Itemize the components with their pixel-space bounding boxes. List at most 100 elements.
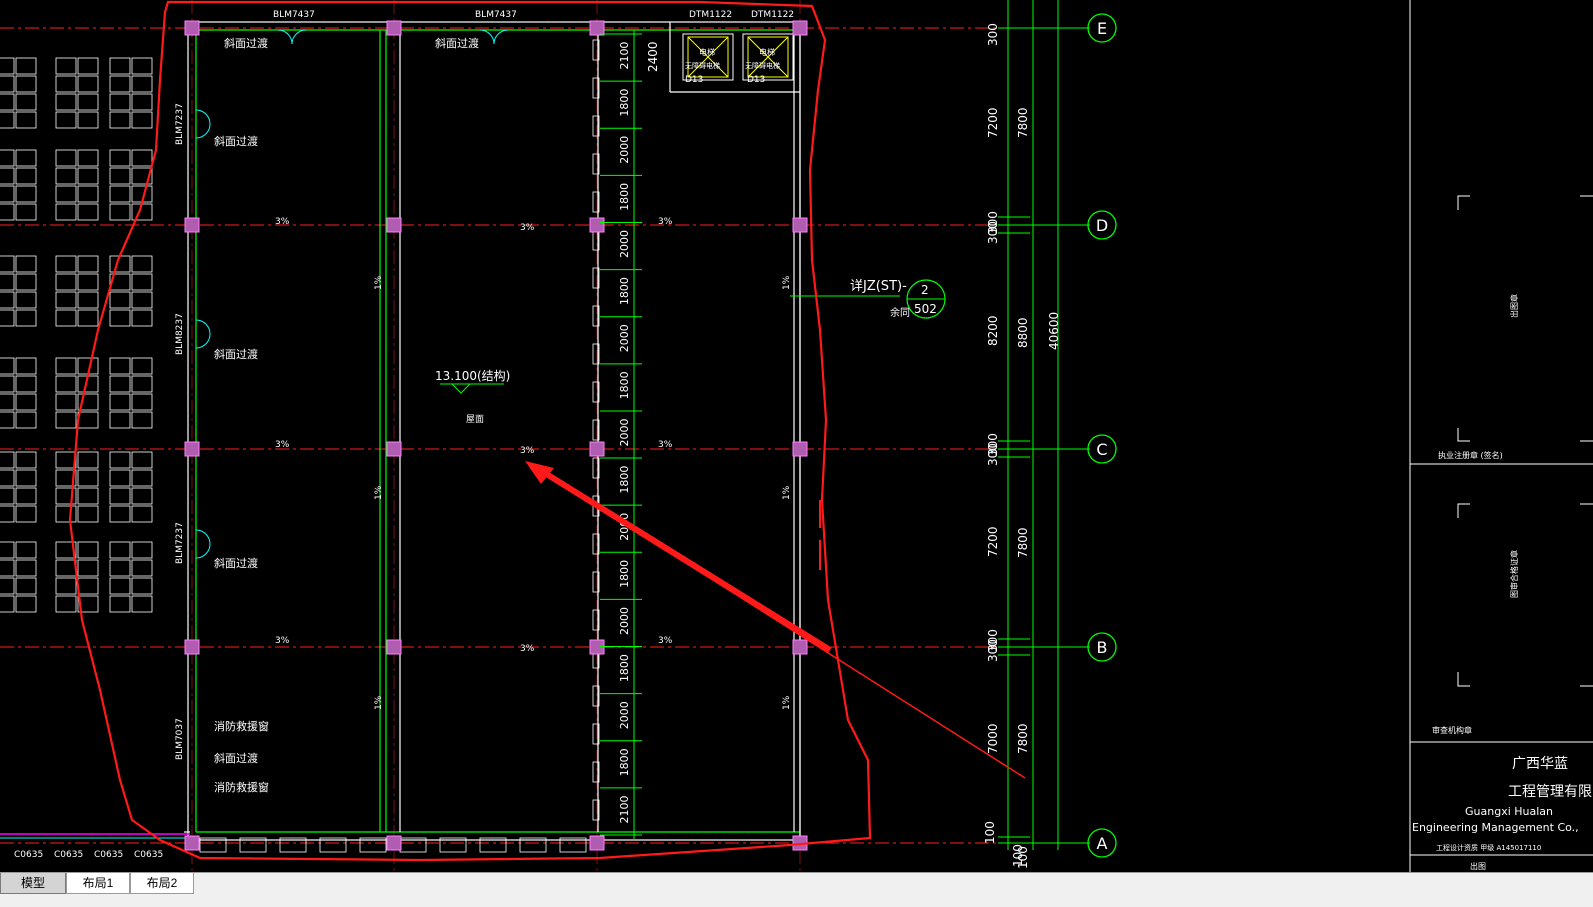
site-block-2-0-0-0 <box>0 255 15 273</box>
site-block-5-1-1-0 <box>55 559 77 577</box>
axis-label-d: D <box>1096 216 1108 235</box>
title-note-vertical-1: 出图章 <box>1509 294 1519 318</box>
axis-label-b: B <box>1097 638 1108 657</box>
d13-label-1: D13 <box>685 75 703 85</box>
site-block-5-2-2-0 <box>109 577 131 595</box>
column-2-2 <box>589 441 605 457</box>
site-block-4-2-3-1 <box>131 505 153 523</box>
dimension-text-left: 300 <box>986 639 1000 662</box>
site-block-1-2-3-0 <box>109 203 131 221</box>
slope-transition-label-2: 斜面过渡 <box>435 36 479 50</box>
site-block-3-1-2-0 <box>55 393 77 411</box>
axis-bubble-c <box>1087 434 1117 464</box>
site-block-0-0-1-1 <box>15 75 37 93</box>
company-cn-2: 工程管理有限 <box>1508 784 1592 800</box>
site-block-3-2-3-0 <box>109 411 131 429</box>
site-block-2-2-2-0 <box>109 291 131 309</box>
strip-dimension-text: 2100 <box>618 42 631 70</box>
site-block-4-1-0-1 <box>77 451 99 469</box>
door-label-top-mid: BLM7437 <box>475 10 517 20</box>
bottom-window <box>359 837 387 853</box>
window-code-2: C0635 <box>54 850 83 860</box>
slope-transition-label-3: 斜面过渡 <box>214 134 258 148</box>
site-block-3-0-2-0 <box>0 393 15 411</box>
column-0-3 <box>792 20 808 36</box>
door-label-side-1: BLM7237 <box>175 103 185 145</box>
door-label-side-2: BLM8237 <box>175 313 185 355</box>
company-en-2: Engineering Management Co., <box>1412 821 1579 834</box>
site-block-5-1-3-1 <box>77 595 99 613</box>
site-block-4-1-0-0 <box>55 451 77 469</box>
site-block-3-2-1-0 <box>109 375 131 393</box>
site-block-1-2-2-0 <box>109 185 131 203</box>
site-block-5-0-0-0 <box>0 541 15 559</box>
site-block-0-1-0-0 <box>55 57 77 75</box>
site-block-5-2-0-1 <box>131 541 153 559</box>
site-block-0-2-2-0 <box>109 93 131 111</box>
dimension-text-right: 8800 <box>1016 317 1030 348</box>
slope-label-1pct: 1% <box>782 695 792 710</box>
site-block-2-1-3-1 <box>77 309 99 327</box>
column-1-0 <box>184 217 200 233</box>
site-block-0-2-3-0 <box>109 111 131 129</box>
detail-callout <box>906 279 946 319</box>
site-block-3-2-2-1 <box>131 393 153 411</box>
layout-tab-bar: 模型 布局1 布局2 <box>0 872 1593 907</box>
tab-model[interactable]: 模型 <box>0 873 66 894</box>
strip-box <box>592 761 600 783</box>
axis-bubble-d <box>1087 210 1117 240</box>
site-block-5-0-3-1 <box>15 595 37 613</box>
site-block-2-1-0-1 <box>77 255 99 273</box>
site-block-1-1-3-1 <box>77 203 99 221</box>
site-block-1-2-0-1 <box>131 149 153 167</box>
site-block-4-1-2-0 <box>55 487 77 505</box>
site-block-0-1-3-1 <box>77 111 99 129</box>
site-block-0-2-3-1 <box>131 111 153 129</box>
dimension-text-right: 100 <box>1016 846 1030 869</box>
strip-dimension-text: 1800 <box>618 89 631 117</box>
dimension-text-left: 8200 <box>986 315 1000 346</box>
axis-label-a: A <box>1097 834 1108 853</box>
strip-box <box>592 799 600 821</box>
floor-plan-drawing[interactable]: 2100180020001800200018002000180020001800… <box>0 0 1593 872</box>
site-block-4-1-3-1 <box>77 505 99 523</box>
axis-lines <box>0 0 1090 872</box>
dimension-text-left: 100 <box>983 821 997 844</box>
detail-number: 2 <box>921 283 929 297</box>
slope-label-1pct: 1% <box>374 275 384 290</box>
site-block-2-0-3-0 <box>0 309 15 327</box>
site-block-4-0-0-1 <box>15 451 37 469</box>
site-block-1-1-3-0 <box>55 203 77 221</box>
dimension-2400: 2400 <box>646 41 660 72</box>
slope-labels: 3%3%3%3%3%3%3%3%3%1%1%1%1%1%1% <box>275 217 792 710</box>
site-block-4-0-3-0 <box>0 505 15 523</box>
bottom-window <box>559 837 587 853</box>
site-block-4-2-3-0 <box>109 505 131 523</box>
site-block-0-0-2-0 <box>0 93 15 111</box>
site-block-5-1-1-1 <box>77 559 99 577</box>
slope-label-1pct: 1% <box>782 485 792 500</box>
title-note-1: 执业注册章 (签名) <box>1438 450 1503 460</box>
tab-layout-2[interactable]: 布局2 <box>130 873 194 894</box>
dimension-text-left: 300 <box>986 23 1000 46</box>
site-block-5-2-2-1 <box>131 577 153 595</box>
dimension-text-left: 7200 <box>986 526 1000 557</box>
dimension-text-left: 7000 <box>986 723 1000 754</box>
site-block-2-1-0-0 <box>55 255 77 273</box>
strip-box <box>592 77 600 99</box>
tab-layout-1[interactable]: 布局1 <box>66 873 130 894</box>
site-block-4-2-2-0 <box>109 487 131 505</box>
site-block-0-1-2-1 <box>77 93 99 111</box>
slope-transition-label-4: 斜面过渡 <box>214 347 258 361</box>
site-block-3-0-0-1 <box>15 357 37 375</box>
site-block-2-2-3-1 <box>131 309 153 327</box>
site-block-0-2-0-0 <box>109 57 131 75</box>
door-label-top-left: BLM7437 <box>273 10 315 20</box>
d13-label-2: D13 <box>747 75 765 85</box>
column-1-3 <box>792 217 808 233</box>
site-block-0-0-3-0 <box>0 111 15 129</box>
strip-box <box>592 381 600 403</box>
column-2-1 <box>386 441 402 457</box>
site-block-3-2-0-1 <box>131 357 153 375</box>
